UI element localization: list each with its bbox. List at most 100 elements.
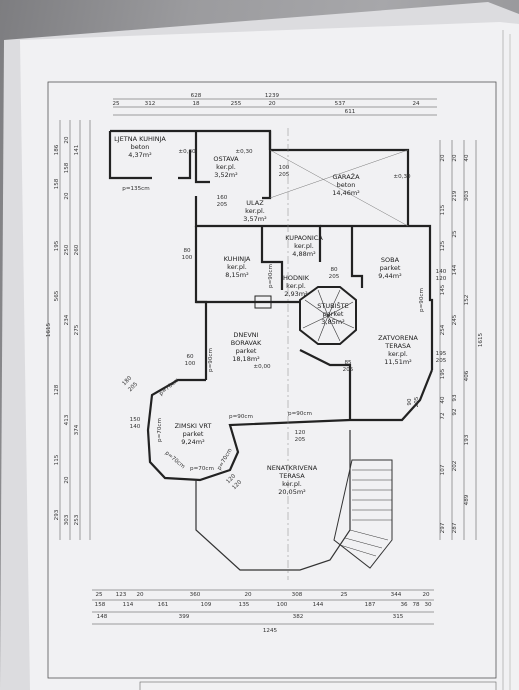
svg-text:205: 205 [295, 437, 306, 443]
svg-text:72: 72 [440, 412, 446, 419]
svg-text:107: 107 [440, 464, 446, 475]
svg-text:158: 158 [54, 178, 60, 189]
svg-text:p=70cm: p=70cm [190, 466, 214, 472]
svg-text:125: 125 [440, 240, 446, 251]
svg-text:20: 20 [440, 154, 446, 162]
dimension-numbers: 628 1239 25 312 18 255 20 537 24 611 25 … [46, 93, 484, 634]
svg-text:308: 308 [292, 592, 303, 598]
svg-text:413: 413 [64, 414, 70, 425]
svg-text:344: 344 [391, 592, 402, 598]
svg-text:234: 234 [64, 314, 70, 325]
drawing-frame [47, 81, 497, 679]
svg-text:1239: 1239 [265, 93, 280, 99]
svg-text:158: 158 [64, 162, 70, 173]
svg-text:80: 80 [330, 267, 338, 273]
title-block [139, 681, 497, 690]
svg-text:219: 219 [452, 190, 458, 201]
svg-text:205: 205 [217, 202, 228, 208]
svg-text:287: 287 [452, 522, 458, 533]
svg-text:260: 260 [74, 244, 80, 255]
svg-text:187: 187 [365, 602, 376, 608]
svg-text:115: 115 [440, 204, 446, 215]
svg-text:537: 537 [335, 101, 346, 107]
svg-text:120: 120 [436, 276, 447, 282]
svg-text:p=90cm: p=90cm [419, 288, 425, 312]
svg-text:128: 128 [54, 384, 60, 395]
svg-text:205: 205 [414, 396, 420, 407]
svg-text:20: 20 [64, 136, 70, 144]
svg-text:150: 150 [130, 417, 141, 423]
svg-text:93: 93 [452, 394, 458, 402]
svg-text:186: 186 [54, 144, 60, 155]
svg-text:25: 25 [452, 230, 458, 238]
svg-text:275: 275 [74, 324, 80, 335]
svg-text:p=90cm: p=90cm [229, 414, 253, 420]
level-mark: ±0,00 [253, 364, 271, 370]
svg-text:p=90cm: p=90cm [288, 411, 312, 417]
svg-text:195: 195 [54, 240, 60, 251]
svg-text:25: 25 [95, 592, 103, 598]
svg-text:20: 20 [64, 476, 70, 484]
svg-text:78: 78 [412, 602, 420, 608]
svg-text:100: 100 [182, 255, 193, 261]
svg-text:297: 297 [440, 522, 446, 533]
svg-text:144: 144 [313, 602, 324, 608]
svg-text:144: 144 [452, 264, 458, 275]
svg-text:1615: 1615 [478, 332, 484, 347]
svg-text:303: 303 [464, 190, 470, 201]
svg-text:100: 100 [277, 602, 288, 608]
svg-text:120: 120 [295, 430, 306, 436]
svg-text:293: 293 [54, 509, 60, 520]
svg-text:85: 85 [344, 360, 352, 366]
svg-text:p=70cm: p=70cm [157, 418, 163, 442]
column [254, 295, 272, 309]
svg-text:20: 20 [268, 101, 276, 107]
svg-text:145: 145 [440, 284, 446, 295]
svg-text:140: 140 [130, 424, 141, 430]
svg-text:628: 628 [191, 93, 202, 99]
svg-text:205: 205 [329, 274, 340, 280]
svg-text:20: 20 [422, 592, 430, 598]
svg-text:40: 40 [440, 396, 446, 404]
svg-text:114: 114 [123, 602, 134, 608]
svg-text:141: 141 [74, 144, 80, 155]
svg-text:303: 303 [64, 514, 70, 525]
svg-text:250: 250 [64, 244, 70, 255]
svg-text:30: 30 [424, 602, 432, 608]
svg-text:p=135cm: p=135cm [122, 186, 149, 192]
svg-text:193: 193 [464, 434, 470, 445]
svg-text:20: 20 [452, 154, 458, 162]
terrace-outline [195, 430, 351, 571]
svg-text:374: 374 [74, 424, 80, 435]
level-mark: ±0,30 [235, 149, 253, 155]
svg-text:100: 100 [279, 165, 290, 171]
svg-text:140: 140 [436, 269, 447, 275]
svg-text:205: 205 [343, 367, 354, 373]
svg-text:20: 20 [64, 192, 70, 200]
svg-text:60: 60 [186, 354, 194, 360]
svg-text:36: 36 [400, 602, 408, 608]
svg-text:489: 489 [464, 494, 470, 505]
svg-text:205: 205 [436, 358, 447, 364]
svg-text:123: 123 [116, 592, 127, 598]
svg-text:109: 109 [201, 602, 212, 608]
svg-text:20: 20 [136, 592, 144, 598]
paper-sheet [20, 22, 519, 690]
svg-text:399: 399 [179, 614, 190, 620]
svg-text:202: 202 [452, 461, 458, 472]
dimension-lines [59, 98, 477, 625]
svg-text:565: 565 [54, 290, 60, 301]
svg-text:253: 253 [74, 514, 80, 525]
